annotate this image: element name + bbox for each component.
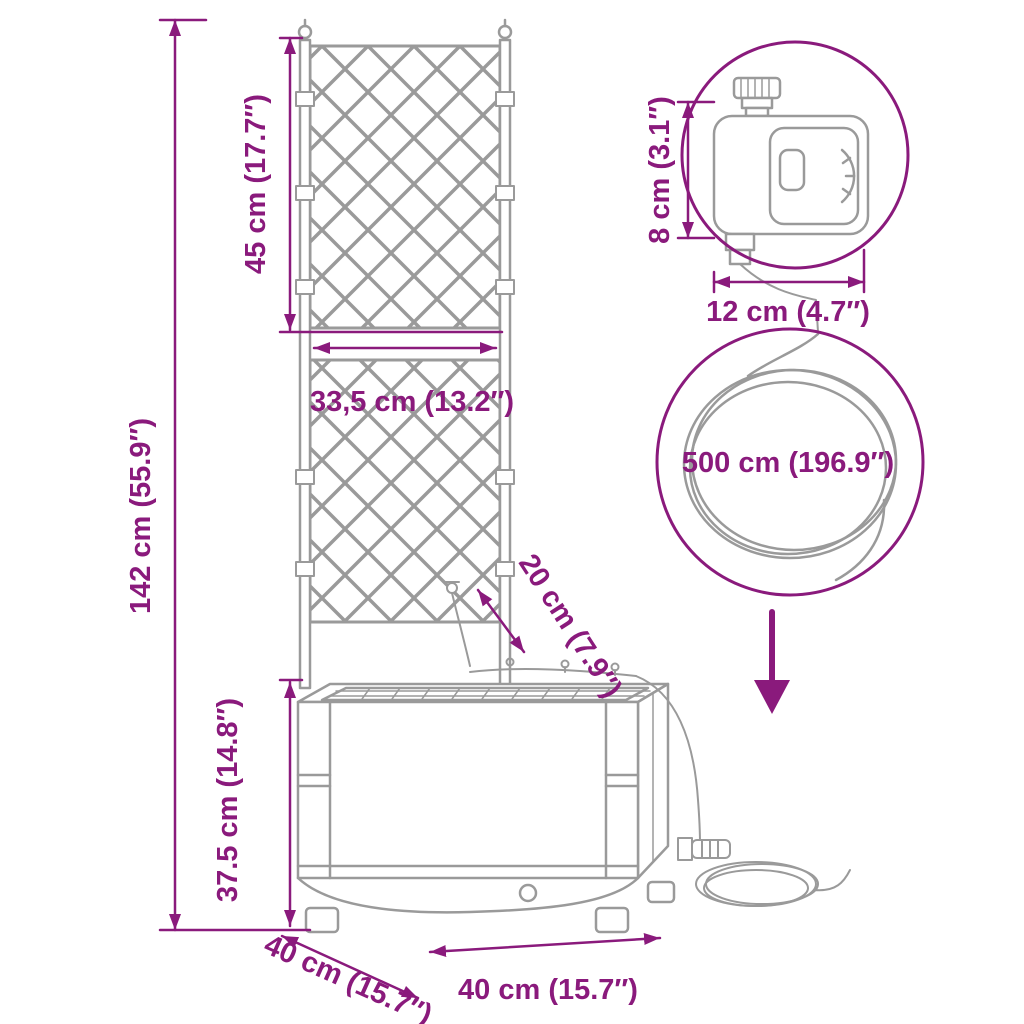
hose-circle	[655, 327, 925, 597]
label-planter-depth: 40 cm (15.7″)	[259, 929, 436, 1024]
planter-box	[296, 682, 676, 934]
dimension-timer-width	[712, 248, 866, 294]
dimension-planter-depth	[280, 934, 420, 1000]
product-drawing	[295, 18, 898, 934]
label-timer-width: 12 cm (4.7″)	[706, 296, 870, 328]
hose-connector	[677, 837, 851, 907]
dimension-total-height	[158, 18, 312, 932]
label-trellis-width: 33,5 cm (13.2″)	[310, 386, 514, 418]
trellis-panel-upper	[308, 44, 502, 330]
label-planter-width: 40 cm (15.7″)	[458, 974, 638, 1006]
dimension-graphics	[158, 18, 925, 1000]
soil-grid	[329, 687, 651, 700]
label-riser-length: 20 cm (7.9″)	[512, 549, 628, 704]
drip-tube	[444, 581, 701, 845]
trellis-panel-lower	[308, 358, 502, 624]
label-total-height: 142 cm (55.9″)	[125, 418, 157, 614]
dimension-trellis-height	[278, 36, 504, 334]
hose-coil	[682, 332, 898, 582]
dimension-riser	[476, 588, 526, 654]
label-hose-length: 500 cm (196.9″)	[682, 447, 894, 479]
dimension-planter-width	[428, 932, 662, 958]
timer-circle	[680, 40, 910, 270]
water-timer	[712, 76, 870, 333]
dimension-planter-height	[278, 678, 304, 928]
label-trellis-height: 45 cm (17.7″)	[240, 94, 272, 274]
down-arrow	[754, 609, 790, 714]
trellis-clips	[295, 91, 515, 577]
label-planter-height: 37.5 cm (14.8″)	[212, 698, 244, 902]
label-timer-height: 8 cm (3.1″)	[644, 96, 676, 244]
